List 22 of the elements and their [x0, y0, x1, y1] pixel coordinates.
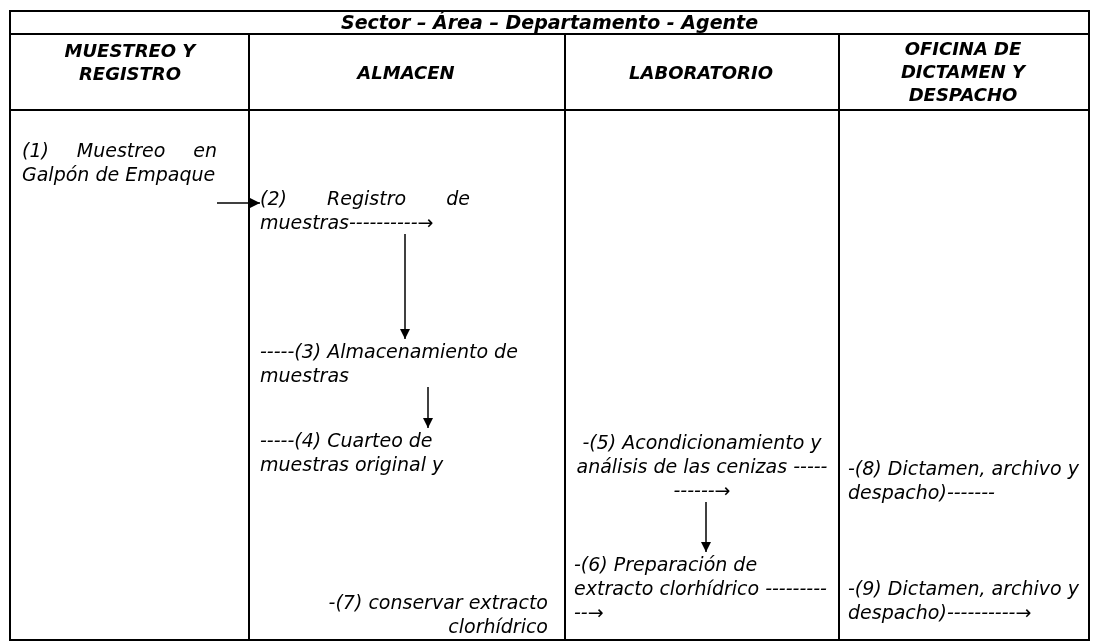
process-step: -(5) Acondicionamiento y análisis de las cenizas -----------→	[574, 430, 830, 502]
process-step: -----(3) Almacenamiento de muestras	[260, 339, 545, 387]
swimlane	[9, 35, 250, 641]
lane-header: OFICINA DE DICTAMEN Y DESPACHO	[899, 37, 1028, 106]
process-step: -(9) Dictamen, archivo y despacho)----------→	[848, 576, 1086, 624]
process-step: -(6) Preparación de extracto clorhídrico -----------→	[574, 552, 830, 624]
table-title: Sector – Área – Departamento - Agente	[9, 10, 1090, 35]
process-step: -----(4) Cuarteo de muestras original y	[260, 428, 480, 476]
arrow	[216, 198, 261, 208]
lane-header: MUESTREO Y REGISTRO	[63, 39, 198, 85]
swimlane	[250, 35, 566, 641]
swimlane	[840, 35, 1090, 641]
lane-header: ALMACEN	[355, 61, 456, 84]
process-step: (1) Muestreo en Galpón de Empaque	[22, 138, 217, 186]
arrow	[400, 233, 410, 340]
arrow	[701, 501, 711, 553]
swimlane	[566, 35, 840, 641]
process-step: -(7) conservar extracto clorhídrico	[288, 590, 548, 638]
lane-header: LABORATORIO	[628, 61, 774, 84]
process-step: (2) Registro de muestras----------→	[260, 186, 470, 234]
process-step: -(8) Dictamen, archivo y despacho)-------	[848, 456, 1084, 504]
arrow	[423, 386, 433, 429]
